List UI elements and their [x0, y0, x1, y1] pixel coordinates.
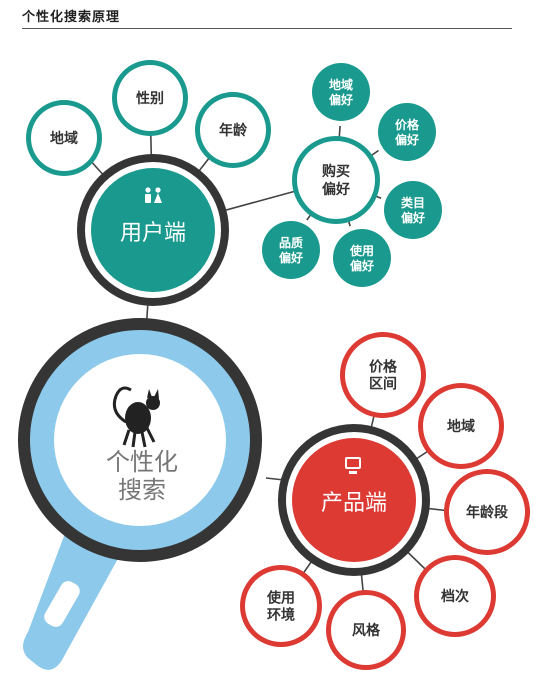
- product-attribute-node: 档次: [414, 555, 496, 637]
- user-hub: 用户端: [77, 154, 229, 306]
- product-attribute-node: 年龄段: [444, 469, 530, 555]
- product-attribute-node-label: 价格: [369, 359, 398, 376]
- product-attribute-node-fill: [419, 560, 491, 632]
- product-attribute-node-label: 地域: [447, 418, 475, 435]
- user-attribute-node-fill: [31, 105, 97, 171]
- page-title: 个性化搜索原理: [22, 10, 121, 25]
- user-attribute-node-fill: [117, 65, 183, 131]
- preference-node-fill: [384, 181, 442, 239]
- product-attribute-node-fill: [331, 595, 401, 665]
- preference-node-label: 品质: [279, 235, 303, 250]
- computer-icon: [345, 457, 361, 474]
- user-attribute-node-label: 性别: [136, 90, 164, 107]
- center-label-line: 个性化: [106, 448, 178, 476]
- product-attribute-node-label: 区间: [369, 376, 397, 393]
- product-attribute-node-fill: [245, 570, 317, 642]
- user-hub-label: 用户端: [120, 221, 186, 246]
- product-attribute-node-label: 年龄段: [466, 504, 508, 521]
- purchase-preference-node: 购买 偏好: [292, 136, 380, 224]
- product-hub: 产品端: [278, 424, 430, 576]
- preference-node-fill: [312, 63, 370, 121]
- cat-icon: [112, 386, 160, 448]
- product-hub-label: 产品端: [321, 491, 387, 516]
- product-attribute-node-fill: [423, 388, 499, 464]
- preference-node-label: 偏好: [401, 210, 425, 225]
- preference-node-label: 类目: [401, 195, 425, 210]
- user-attribute-node: 性别: [112, 60, 188, 136]
- purchase-preference-line: 偏好: [322, 181, 350, 198]
- product-attribute-node-label: 风格: [352, 622, 381, 639]
- product-attribute-node-fill: [345, 337, 421, 413]
- user-attribute-node-fill: [200, 97, 266, 163]
- product-attribute-node: 风格: [326, 590, 406, 670]
- product-attribute-node: 地域: [418, 383, 504, 469]
- preference-node-label: 使用: [349, 243, 374, 258]
- user-attribute-node: 地域: [26, 100, 102, 176]
- product-attribute-node-label: 档次: [441, 588, 469, 605]
- product-attribute-node-label: 使用: [266, 590, 295, 607]
- purchase-preference-line: 购买: [322, 163, 350, 180]
- preference-node-label: 地域: [329, 77, 353, 92]
- user-attribute-node-label: 地域: [50, 130, 78, 147]
- product-attribute-node-fill: [449, 474, 525, 550]
- preference-node-fill: [262, 221, 320, 279]
- preference-node-label: 偏好: [350, 258, 374, 273]
- center-label: 个性化 搜索: [106, 448, 178, 504]
- preference-node-fill: [333, 229, 391, 287]
- preference-node-label: 价格: [395, 117, 420, 132]
- users-icon: [145, 187, 162, 203]
- preference-node-fill: [378, 103, 436, 161]
- preference-node-label: 偏好: [279, 250, 303, 265]
- preference-node-label: 偏好: [395, 132, 419, 147]
- preference-node-label: 偏好: [329, 92, 353, 107]
- product-attribute-node-label: 环境: [267, 607, 295, 624]
- user-attribute-node-label: 年龄: [219, 122, 248, 139]
- magnifier-handle: [23, 520, 120, 670]
- magnifier-lens: [18, 318, 262, 562]
- title-divider: [22, 28, 512, 29]
- center-label-line: 搜索: [118, 476, 166, 504]
- user-attribute-node: 年龄: [195, 92, 271, 168]
